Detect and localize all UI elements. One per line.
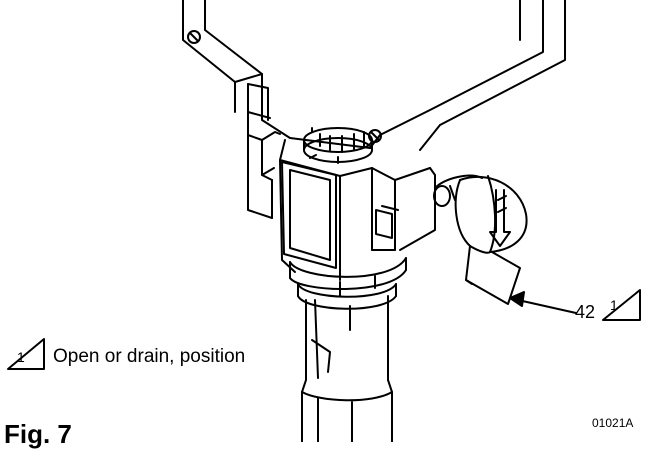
drain-valve [399,167,528,305]
outlet-fitting [289,257,407,442]
figure-code: 01021A [592,416,634,430]
valve-body [279,139,431,281]
note-triangle [7,338,45,370]
note-text: Open or drain, position [53,346,246,367]
callout-arrow [509,291,577,314]
callout-part-number: 42 [575,302,596,322]
note-marker-number: 1 [17,349,25,365]
figure-title: Fig. 7 [4,419,72,449]
mounting-block [247,83,281,219]
threaded-coupling [303,127,373,164]
callout-triangle [602,289,641,321]
callout-marker-number: 1 [610,297,618,313]
upper-housing [182,0,566,151]
